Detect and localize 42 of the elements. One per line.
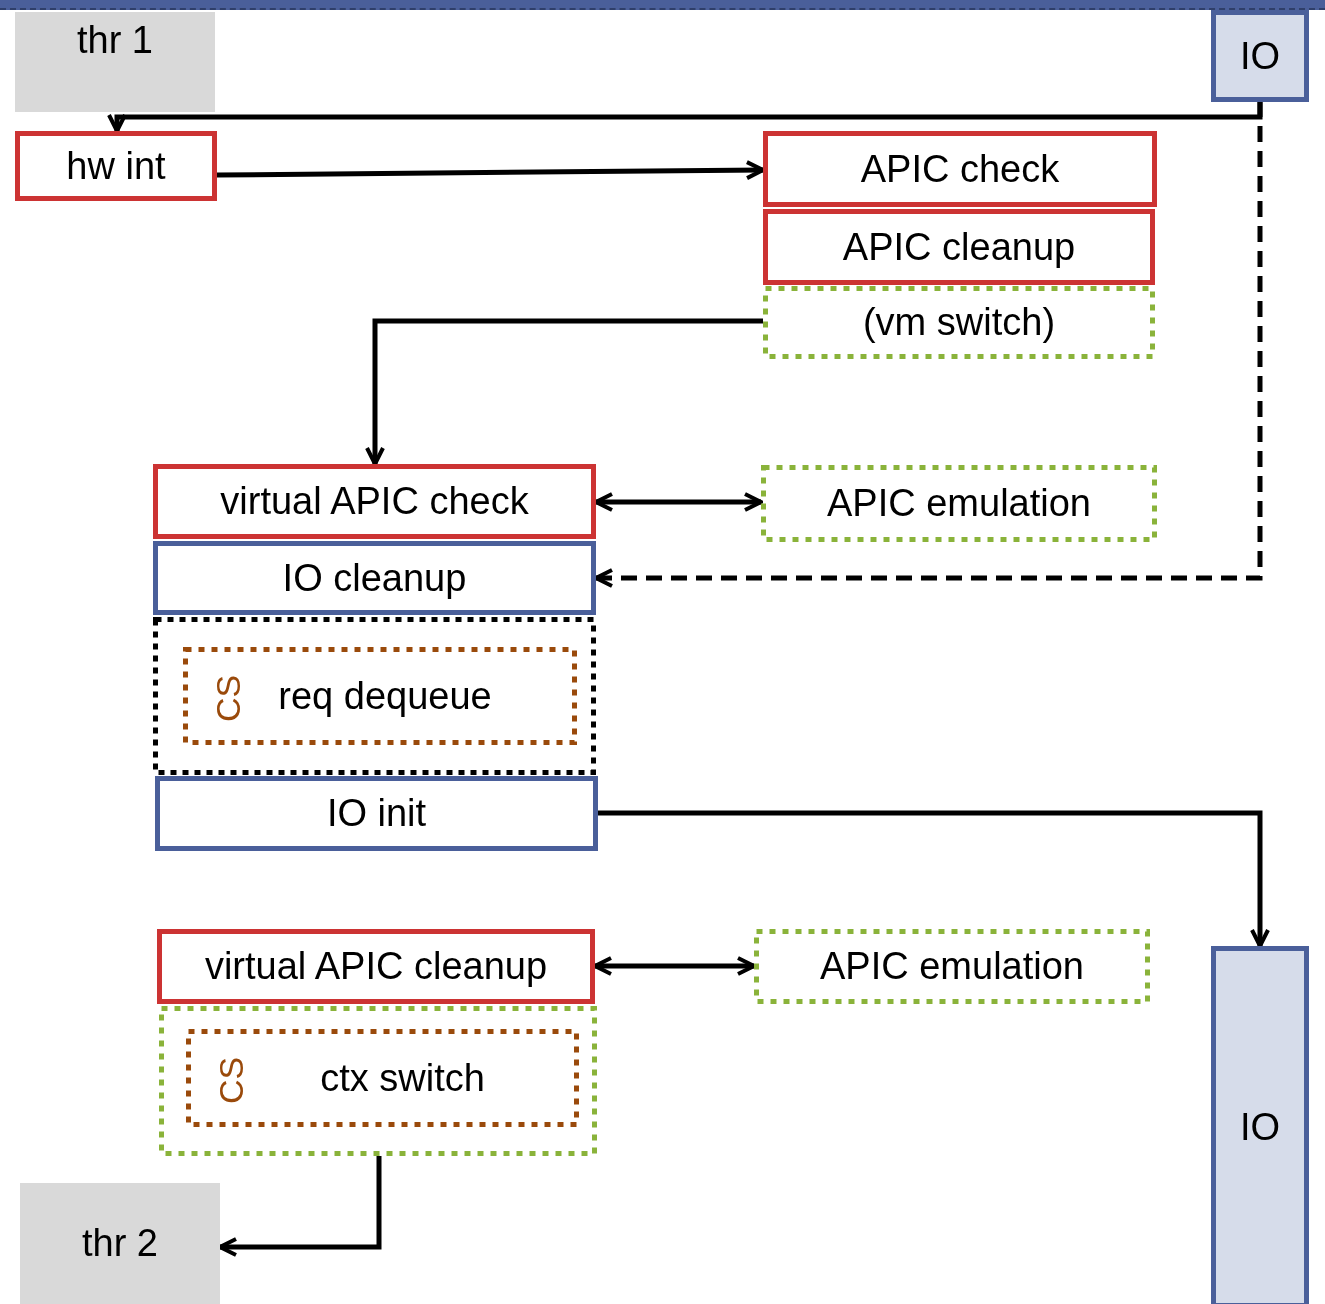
node-label: IO [1239,1105,1281,1149]
process-box [157,929,595,1004]
process-box [153,541,596,615]
dotted-box [159,1006,597,1156]
node-label: (vm switch) [862,301,1056,344]
node-label: APIC emulation [820,945,1084,988]
dotted-box [153,617,596,775]
io-box [1211,946,1309,1304]
rotated-label: CS [209,674,249,723]
node-label: hw int [66,144,166,188]
thread-box [20,1183,220,1304]
rotated-label: CS [212,1056,252,1105]
optional-box [761,465,1157,542]
node-label: virtual APIC cleanup [204,945,548,988]
arrow [593,956,756,976]
optional-box [754,929,1150,1004]
process-box [763,131,1157,207]
critical-section-box [186,1029,579,1127]
node-label: ctx switch [320,1056,485,1100]
node-label: IO init [326,792,427,835]
process-box [153,464,596,539]
node-label: APIC check [860,147,1060,191]
arrow [594,492,763,512]
arrow [365,318,763,466]
io-box [1211,10,1309,102]
node-label: IO [1239,34,1281,78]
process-box [155,776,598,851]
arrow [598,810,1270,948]
node-label: IO cleanup [282,556,467,600]
node-label: APIC emulation [827,482,1091,525]
critical-section-box [183,647,577,745]
thread-box [15,12,215,112]
arrow [594,101,1263,588]
node-label: virtual APIC check [220,480,529,523]
node-label: req dequeue [278,674,492,718]
optional-box [763,286,1155,359]
node-label: APIC cleanup [842,225,1076,269]
process-box [763,209,1155,285]
node-label: thr 1 [76,18,153,62]
node-label: thr 2 [81,1222,158,1265]
process-box [15,131,217,201]
arrow [216,160,765,181]
